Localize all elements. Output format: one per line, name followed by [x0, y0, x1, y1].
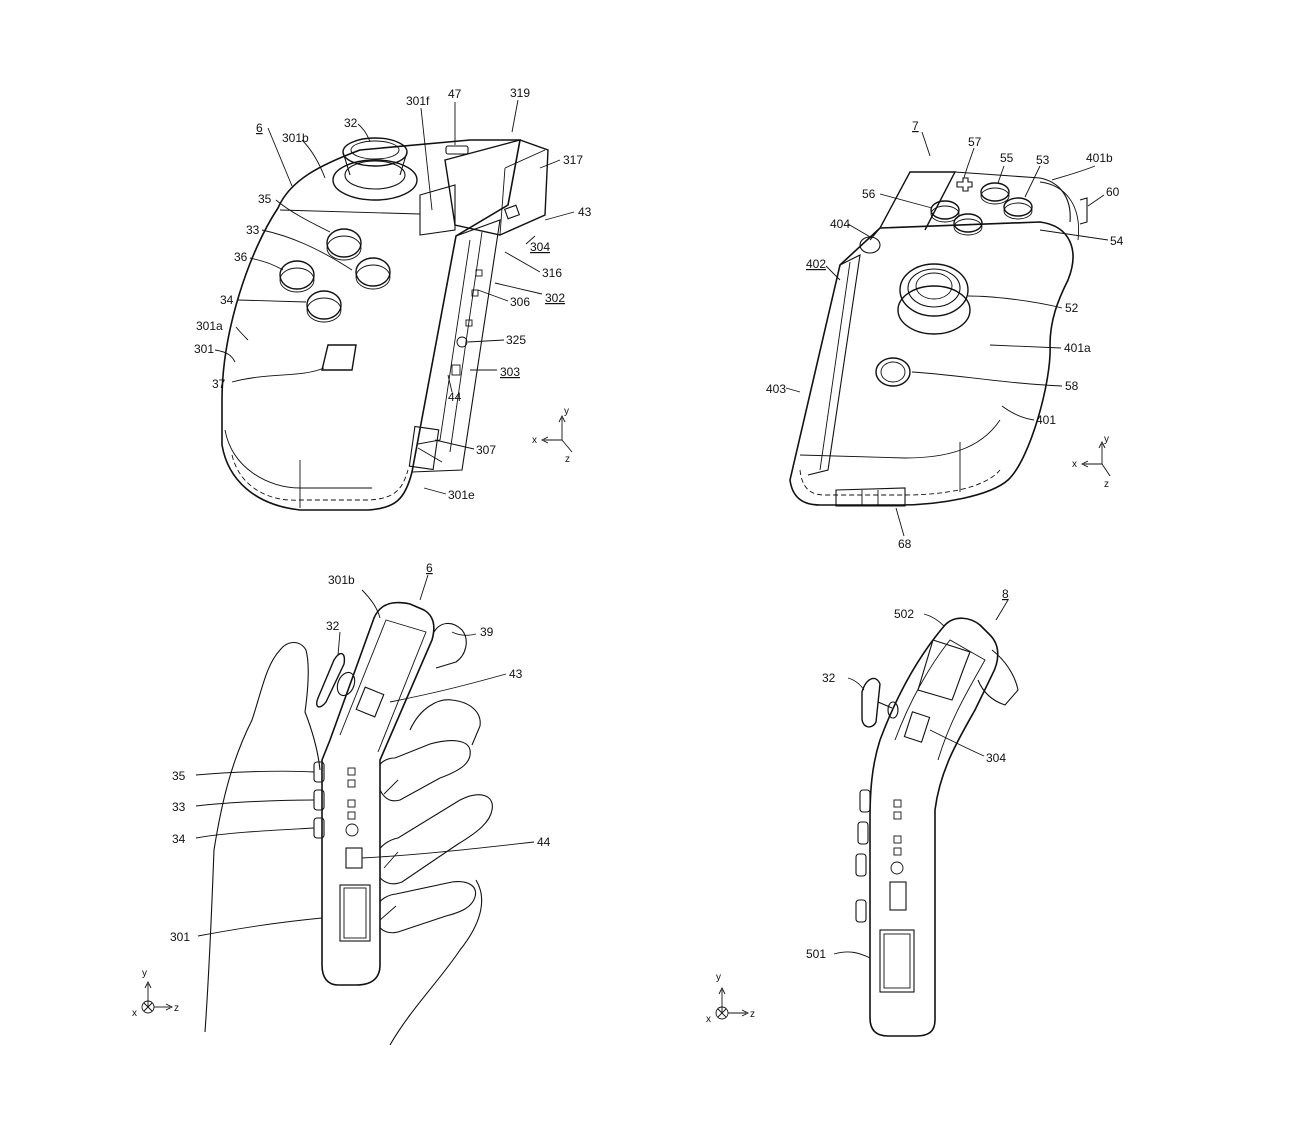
svg-text:z: z — [565, 454, 570, 465]
home-button — [875, 357, 911, 387]
label-68: 68 — [898, 537, 912, 551]
label-device-8: 8 — [1002, 587, 1009, 601]
label-54: 54 — [1110, 234, 1124, 248]
label-43: 43 — [509, 667, 523, 681]
svg-text:x: x — [532, 435, 537, 446]
label-501: 501 — [806, 947, 826, 961]
controller-body — [221, 139, 521, 511]
capture-button — [321, 344, 357, 371]
label-33: 33 — [172, 800, 186, 814]
svg-text:y: y — [1104, 434, 1109, 445]
svg-text:z: z — [1104, 479, 1109, 490]
svg-text:y: y — [716, 972, 721, 983]
label-502: 502 — [894, 607, 914, 621]
label-35: 35 — [172, 769, 186, 783]
axis-indicator-b: y x z — [1072, 434, 1111, 490]
side-rail — [411, 219, 501, 473]
label-56: 56 — [862, 187, 876, 201]
label-34: 34 — [220, 293, 234, 307]
svg-text:x: x — [1072, 459, 1077, 470]
label-401a: 401a — [1064, 341, 1091, 355]
figure-curved-controller: 8 502 32 304 501 y x z — [706, 587, 1019, 1037]
analog-stick — [897, 263, 971, 335]
label-401b: 401b — [1086, 151, 1113, 165]
finger-2 — [373, 794, 493, 885]
label-58: 58 — [1065, 379, 1079, 393]
finger-3 — [374, 881, 477, 934]
label-319: 319 — [510, 86, 530, 100]
label-403: 403 — [766, 382, 786, 396]
label-35: 35 — [258, 192, 272, 206]
label-301e: 301e — [448, 488, 475, 502]
label-34: 34 — [172, 832, 186, 846]
analog-stick — [316, 653, 346, 708]
label-325: 325 — [506, 333, 526, 347]
label-301b: 301b — [328, 573, 355, 587]
label-401: 401 — [1036, 413, 1056, 427]
figure-left-controller: 6 301b 32 301f 47 319 317 43 304 316 302… — [194, 86, 592, 511]
finger-1 — [375, 740, 471, 802]
label-317: 317 — [563, 153, 583, 167]
hand-outline — [204, 641, 321, 1033]
label-device-6a: 6 — [256, 121, 263, 135]
controller-body — [789, 221, 1074, 506]
axis-indicator-d: y x z — [706, 972, 755, 1025]
svg-text:x: x — [132, 1008, 137, 1019]
analog-stick — [332, 137, 418, 201]
label-306: 306 — [510, 295, 530, 309]
svg-text:z: z — [750, 1009, 755, 1020]
figure-hand-holding-controller: 6 301b 32 39 43 35 33 34 44 301 y x z — [132, 561, 551, 1046]
label-44: 44 — [448, 390, 462, 404]
label-304: 304 — [530, 240, 550, 254]
label-47: 47 — [448, 87, 462, 101]
label-device-7: 7 — [912, 119, 919, 133]
label-32: 32 — [344, 116, 358, 130]
label-304: 304 — [986, 751, 1006, 765]
label-301f: 301f — [406, 94, 430, 108]
label-32: 32 — [326, 619, 340, 633]
label-device-6c: 6 — [426, 561, 433, 575]
side-rail — [807, 254, 861, 476]
label-57: 57 — [968, 135, 982, 149]
label-39: 39 — [480, 625, 494, 639]
label-43: 43 — [578, 205, 592, 219]
label-37: 37 — [212, 377, 226, 391]
figure-right-controller: 7 57 55 53 401b 60 56 404 54 402 52 401a… — [766, 119, 1124, 551]
label-301: 301 — [194, 342, 214, 356]
svg-text:z: z — [174, 1003, 179, 1014]
label-52: 52 — [1065, 301, 1079, 315]
label-402: 402 — [806, 257, 826, 271]
label-302: 302 — [545, 291, 565, 305]
label-303: 303 — [500, 365, 520, 379]
label-44: 44 — [537, 835, 551, 849]
svg-text:x: x — [706, 1014, 711, 1025]
label-36: 36 — [234, 250, 248, 264]
label-60: 60 — [1106, 185, 1120, 199]
svg-text:y: y — [142, 968, 147, 979]
label-55: 55 — [1000, 151, 1014, 165]
svg-text:y: y — [564, 406, 569, 417]
label-307: 307 — [476, 443, 496, 457]
label-316: 316 — [542, 266, 562, 280]
label-53: 53 — [1036, 153, 1050, 167]
analog-stick — [861, 677, 899, 728]
face-buttons — [279, 228, 391, 323]
label-404: 404 — [830, 217, 850, 231]
label-33: 33 — [246, 223, 260, 237]
label-301: 301 — [170, 930, 190, 944]
axis-indicator-c: y x z — [132, 968, 179, 1019]
controller-body — [321, 601, 435, 986]
face-buttons — [930, 182, 1033, 236]
label-32: 32 — [822, 671, 836, 685]
label-301a: 301a — [196, 319, 223, 333]
label-301b: 301b — [282, 131, 309, 145]
plus-button — [956, 177, 973, 192]
axis-indicator-a: y x z — [532, 406, 573, 465]
